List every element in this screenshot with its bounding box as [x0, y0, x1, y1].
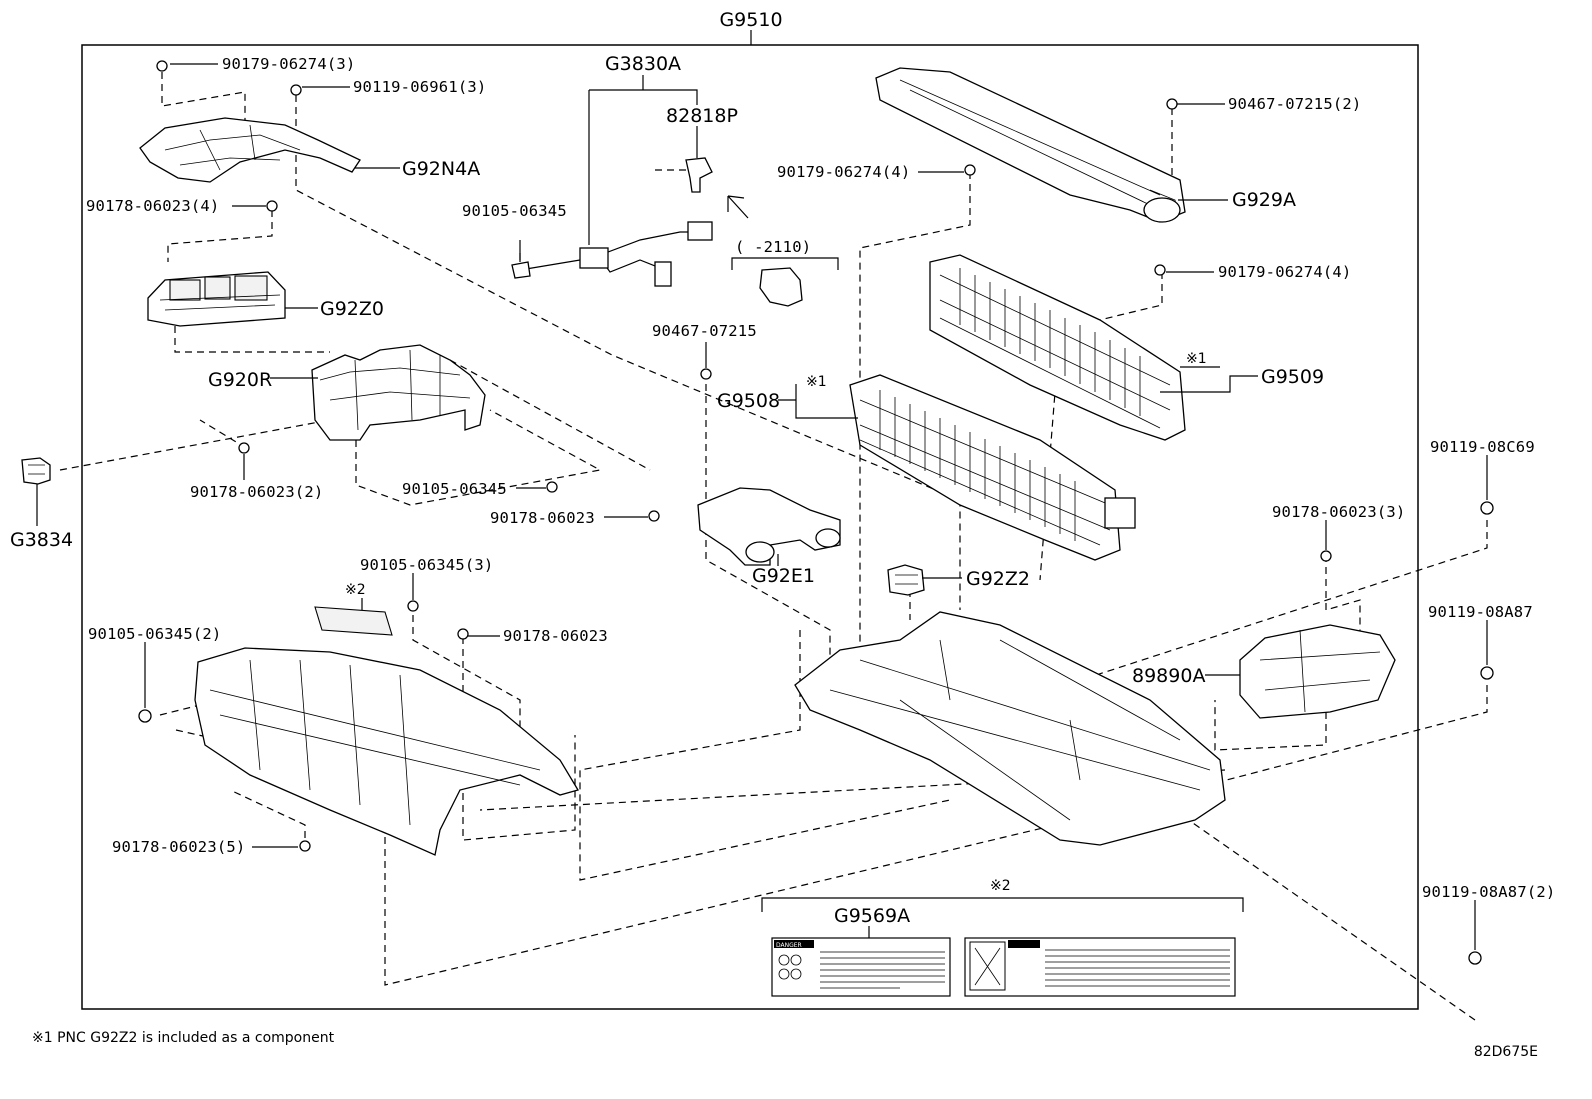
part-g9509[interactable] — [929, 254, 1186, 441]
label-90179-06274-4a: 90179-06274(4) — [777, 163, 910, 181]
label-g9508: G9508 — [717, 390, 780, 412]
footnote: ※1 PNC G92Z2 is included as a component — [32, 1030, 335, 1046]
part-g3830a[interactable] — [511, 221, 713, 287]
label-90179-06274-3: 90179-06274(3) — [222, 55, 355, 73]
label-90179-06274-4b: 90179-06274(4) — [1218, 263, 1351, 281]
part-g92n4a[interactable] — [139, 117, 361, 183]
front-arrow-icon — [727, 195, 749, 219]
label-90178-06023-4: 90178-06023(4) — [86, 197, 219, 215]
assembly-frame — [81, 44, 1419, 1010]
label-90119-08a87: 90119-08A87 — [1428, 603, 1533, 621]
part-clip-2110[interactable] — [731, 257, 839, 307]
label-90178-06023-a: 90178-06023 — [490, 509, 595, 527]
part-g9508[interactable] — [849, 374, 1136, 561]
label-90178-06023-2: 90178-06023(2) — [190, 483, 323, 501]
label-90105-06345-3: 90105-06345(3) — [360, 556, 493, 574]
label-g92z0: G92Z0 — [320, 298, 384, 320]
label-90467-07215-2: 90467-07215(2) — [1228, 95, 1361, 113]
label-g3834: G3834 — [10, 529, 73, 551]
label-90105-06345-a: 90105-06345 — [462, 202, 567, 220]
label-90105-06345-b: 90105-06345 — [402, 480, 507, 498]
label-mark1b: ※1 — [806, 374, 827, 390]
part-g929a[interactable] — [875, 67, 1186, 223]
label-g3830a: G3830A — [605, 53, 681, 75]
label-mark2a: ※2 — [345, 582, 366, 598]
part-g9569a[interactable]: DANGER — [761, 897, 1244, 997]
part-g3834[interactable] — [21, 457, 51, 485]
part-labels: G3830A 82818P 90179-06274(3) 90119-06961… — [10, 53, 1555, 927]
label-g9509: G9509 — [1261, 366, 1324, 388]
label-range: ( -2110) — [735, 238, 811, 256]
label-mark2b: ※2 — [990, 878, 1011, 894]
label-90119-08a87-2: 90119-08A87(2) — [1422, 883, 1555, 901]
label-90178-06023-5: 90178-06023(5) — [112, 838, 245, 856]
label-g920r: G920R — [208, 369, 272, 391]
label-90178-06023-3: 90178-06023(3) — [1272, 503, 1405, 521]
part-lower-left-cover[interactable] — [194, 606, 579, 856]
label-90119-08c69: 90119-08C69 — [1430, 438, 1535, 456]
leader-lines — [36, 63, 1488, 950]
part-g920r[interactable] — [311, 344, 486, 441]
label-g92e1: G92E1 — [752, 565, 815, 587]
part-89890a[interactable] — [1239, 624, 1396, 719]
label-g92z2: G92Z2 — [966, 568, 1030, 590]
part-82818p[interactable] — [685, 157, 713, 193]
svg-text:DANGER: DANGER — [776, 942, 802, 949]
diagram-code: 82D675E — [1474, 1044, 1538, 1060]
label-g9569a: G9569A — [834, 905, 910, 927]
label-89890a: 89890A — [1132, 665, 1205, 687]
fastener-icons — [138, 60, 1494, 965]
label-90105-06345-2: 90105-06345(2) — [88, 625, 221, 643]
label-90119-06961-3: 90119-06961(3) — [353, 78, 486, 96]
label-90178-06023-b: 90178-06023 — [503, 627, 608, 645]
assembly-lines — [59, 72, 1488, 1021]
label-g929a: G929A — [1232, 189, 1296, 211]
part-battery-tray[interactable] — [794, 611, 1226, 846]
label-82818p: 82818P — [666, 105, 738, 127]
label-mark1a: ※1 — [1186, 351, 1207, 367]
label-g92n4a: G92N4A — [402, 158, 480, 180]
label-90467-07215: 90467-07215 — [652, 322, 757, 340]
part-g92e1[interactable] — [697, 487, 841, 566]
part-g92z0[interactable] — [147, 271, 286, 327]
assembly-label: G9510 — [719, 9, 782, 31]
part-g92z2[interactable] — [887, 564, 925, 596]
